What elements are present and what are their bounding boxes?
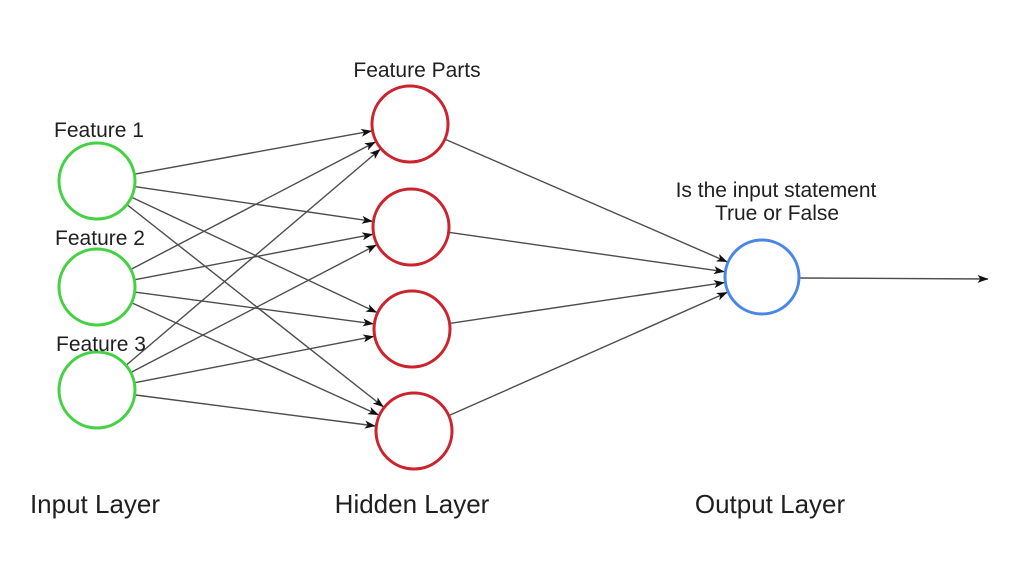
output-question-line1: Is the input statement <box>676 179 877 202</box>
hidden-layer-title: Feature Parts <box>353 59 480 82</box>
input-node-label-2: Feature 2 <box>55 227 145 250</box>
edge-input2-hidden1 <box>130 141 376 271</box>
edge-input1-hidden3 <box>131 196 378 314</box>
input-node-2 <box>57 247 137 327</box>
edge-hidden1-output <box>444 138 728 263</box>
hidden-node-4 <box>374 391 454 471</box>
edge-input3-hidden1 <box>125 148 381 366</box>
hidden-node-2 <box>371 187 451 267</box>
caption-hidden-layer: Hidden Layer <box>335 489 490 519</box>
output-node <box>723 238 801 316</box>
output-question-line2: True or False <box>715 202 839 225</box>
edge-input1-hidden4 <box>126 203 384 408</box>
edge-hidden3-output <box>449 280 725 325</box>
edge-hidden4-output <box>448 291 728 417</box>
output-arrow <box>798 274 989 283</box>
edge-hidden2-output <box>448 231 725 275</box>
input-node-label-3: Feature 3 <box>56 333 146 356</box>
input-node-label-1: Feature 1 <box>54 119 144 142</box>
hidden-node-1 <box>370 84 450 164</box>
input-node-3 <box>57 350 137 430</box>
edge-input1-hidden1 <box>134 128 373 175</box>
edge-input3-hidden3 <box>134 334 375 384</box>
edge-input3-hidden4 <box>134 394 376 429</box>
input-node-1 <box>57 141 137 221</box>
edge-input1-hidden2 <box>134 185 373 224</box>
caption-input-layer: Input Layer <box>30 489 160 519</box>
caption-output-layer: Output Layer <box>695 489 846 519</box>
edge-input3-hidden2 <box>130 244 377 374</box>
hidden-node-3 <box>372 289 452 369</box>
